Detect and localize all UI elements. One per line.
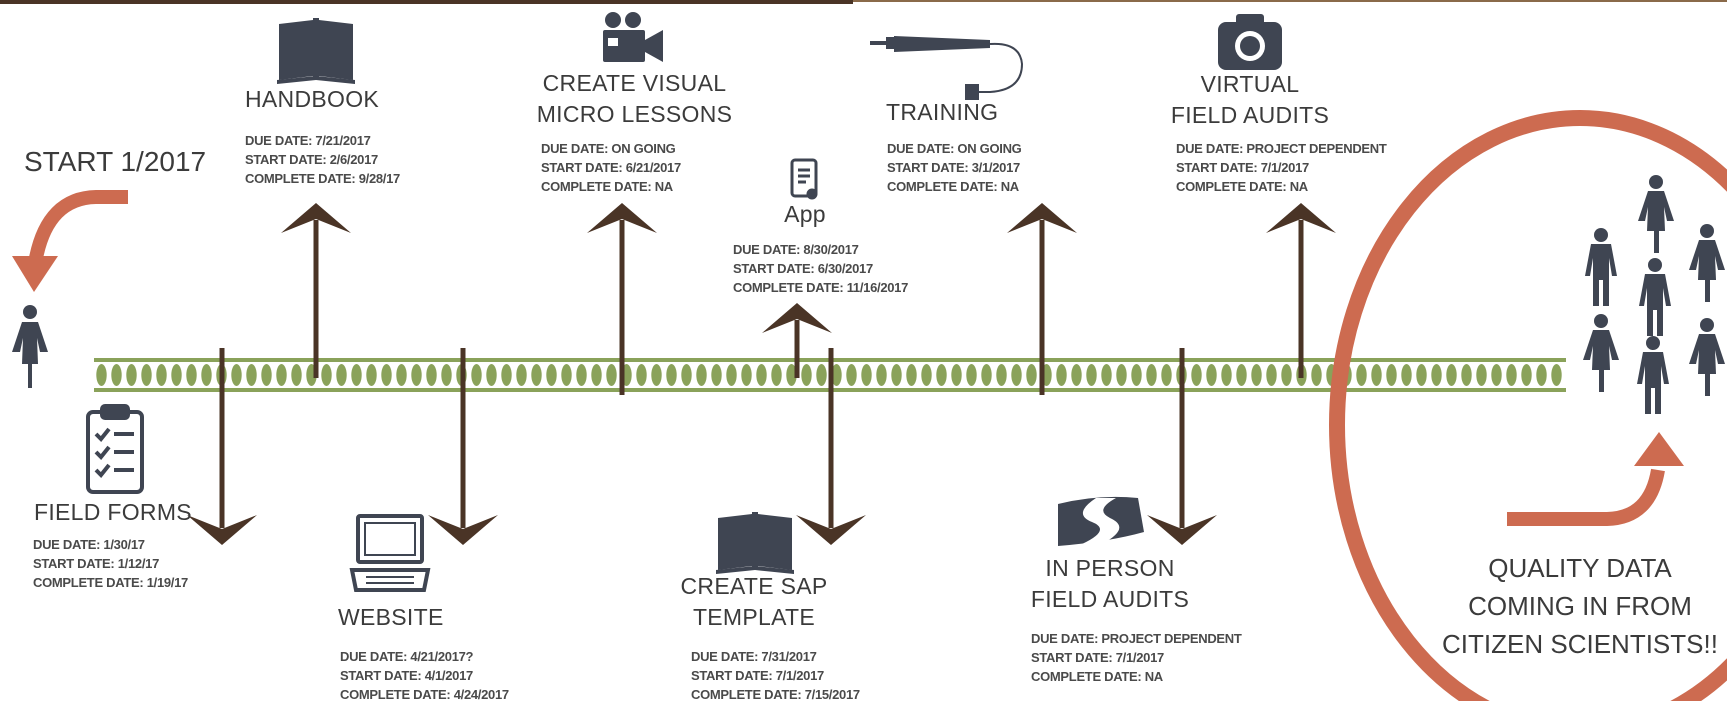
- arrow-up-visual: [587, 203, 657, 395]
- complete-date: COMPLETE DATE: NA: [1176, 179, 1308, 194]
- due-date: DUE DATE: ON GOING: [887, 141, 1022, 156]
- arrow-up-virtual: [1266, 203, 1336, 378]
- finale-line-2: COMING IN FROM: [1468, 591, 1692, 621]
- microphone-icon: [870, 36, 1024, 100]
- title-line-1: CREATE VISUAL: [542, 70, 727, 96]
- arrow-down-forms: [187, 348, 257, 545]
- arrow-up-handbook: [281, 203, 351, 378]
- start-date: START DATE: 7/1/2017: [1176, 160, 1309, 175]
- start-curve-arrow: [12, 190, 128, 292]
- start-date: START DATE: 6/21/2017: [541, 160, 681, 175]
- arrow-down-inperson: [1147, 348, 1217, 545]
- start-date: START DATE: 3/1/2017: [887, 160, 1020, 175]
- complete-date: COMPLETE DATE: NA: [887, 179, 1019, 194]
- due-date: DUE DATE: PROJECT DEPENDENT: [1176, 141, 1387, 156]
- title-line-2: FIELD AUDITS: [1030, 586, 1190, 612]
- title-line-2: MICRO LESSONS: [536, 101, 733, 127]
- finale-circle: [1329, 110, 1727, 701]
- start-date: START DATE: 1/12/17: [33, 556, 160, 571]
- start-date: START DATE: 2/6/2017: [245, 152, 378, 167]
- complete-date: COMPLETE DATE: 9/28/17: [245, 171, 400, 186]
- title-line-2: TEMPLATE: [692, 604, 816, 630]
- training-dates: DUE DATE: ON GOING START DATE: 3/1/2017 …: [887, 139, 1022, 196]
- finale-curve-arrow: [1507, 432, 1684, 526]
- camera-icon: [1218, 14, 1282, 70]
- due-date: DUE DATE: 7/31/2017: [691, 649, 817, 664]
- visual-lessons-title: CREATE VISUAL MICRO LESSONS: [522, 68, 747, 130]
- handbook-dates: DUE DATE: 7/21/2017 START DATE: 2/6/2017…: [245, 131, 400, 188]
- virtual-audits-title: VIRTUAL FIELD AUDITS: [1150, 69, 1350, 131]
- book-icon: [277, 18, 355, 84]
- handbook-title: HANDBOOK: [245, 86, 380, 112]
- due-date: DUE DATE: 7/21/2017: [245, 133, 371, 148]
- video-camera-icon: [603, 12, 663, 62]
- clipboard-checklist-icon: [86, 404, 144, 494]
- top-border-right: [853, 0, 1727, 2]
- start-date: START DATE: 6/30/2017: [733, 261, 873, 276]
- field-forms-dates: DUE DATE: 1/30/17 START DATE: 1/12/17 CO…: [33, 535, 188, 592]
- start-date: START DATE: 7/1/2017: [691, 668, 824, 683]
- app-title: App: [784, 201, 826, 227]
- complete-date: COMPLETE DATE: 7/15/2017: [691, 687, 860, 702]
- due-date: DUE DATE: PROJECT DEPENDENT: [1031, 631, 1242, 646]
- title-line-1: IN PERSON: [1045, 555, 1175, 581]
- laptop-icon: [349, 514, 431, 592]
- website-title: WEBSITE: [338, 604, 444, 630]
- training-title: TRAINING: [886, 99, 999, 125]
- complete-date: COMPLETE DATE: 4/24/2017: [340, 687, 509, 702]
- due-date: DUE DATE: ON GOING: [541, 141, 676, 156]
- title-line-1: VIRTUAL: [1200, 71, 1300, 97]
- road-icon: [1058, 496, 1144, 546]
- top-border: [0, 0, 853, 4]
- phone-app-icon: [790, 158, 818, 200]
- start-label: START 1/2017: [24, 146, 207, 177]
- sap-template-dates: DUE DATE: 7/31/2017 START DATE: 7/1/2017…: [691, 647, 860, 704]
- due-date: DUE DATE: 1/30/17: [33, 537, 145, 552]
- book-icon: [716, 512, 794, 574]
- finale-line-3: CITIZEN SCIENTISTS!!: [1442, 629, 1718, 659]
- start-date: START DATE: 7/1/2017: [1031, 650, 1164, 665]
- app-dates: DUE DATE: 8/30/2017 START DATE: 6/30/201…: [733, 240, 908, 297]
- person-icon: [12, 305, 48, 388]
- in-person-audits-title: IN PERSON FIELD AUDITS: [1020, 553, 1200, 615]
- arrow-up-training: [1007, 203, 1077, 395]
- arrow-down-sap: [796, 348, 866, 545]
- arrow-up-app: [762, 303, 832, 378]
- title-line-2: FIELD AUDITS: [1170, 102, 1330, 128]
- complete-date: COMPLETE DATE: NA: [1031, 669, 1163, 684]
- finale-line-1: QUALITY DATA: [1488, 553, 1672, 583]
- field-forms-title: FIELD FORMS: [34, 499, 192, 525]
- title-line-1: CREATE SAP: [680, 573, 828, 599]
- complete-date: COMPLETE DATE: 1/19/17: [33, 575, 188, 590]
- due-date: DUE DATE: 4/21/2017?: [340, 649, 474, 664]
- finale-text: QUALITY DATA COMING IN FROM CITIZEN SCIE…: [1420, 549, 1727, 663]
- in-person-audits-dates: DUE DATE: PROJECT DEPENDENT START DATE: …: [1031, 629, 1242, 686]
- virtual-audits-dates: DUE DATE: PROJECT DEPENDENT START DATE: …: [1176, 139, 1387, 196]
- due-date: DUE DATE: 8/30/2017: [733, 242, 859, 257]
- start-date: START DATE: 4/1/2017: [340, 668, 473, 683]
- arrow-down-website: [428, 348, 498, 545]
- complete-date: COMPLETE DATE: 11/16/2017: [733, 280, 909, 295]
- website-dates: DUE DATE: 4/21/2017? START DATE: 4/1/201…: [340, 647, 509, 704]
- complete-date: COMPLETE DATE: NA: [541, 179, 673, 194]
- sap-template-title: CREATE SAP TEMPLATE: [664, 571, 844, 633]
- visual-lessons-dates: DUE DATE: ON GOING START DATE: 6/21/2017…: [541, 139, 681, 196]
- people-group-icon: [1583, 175, 1725, 414]
